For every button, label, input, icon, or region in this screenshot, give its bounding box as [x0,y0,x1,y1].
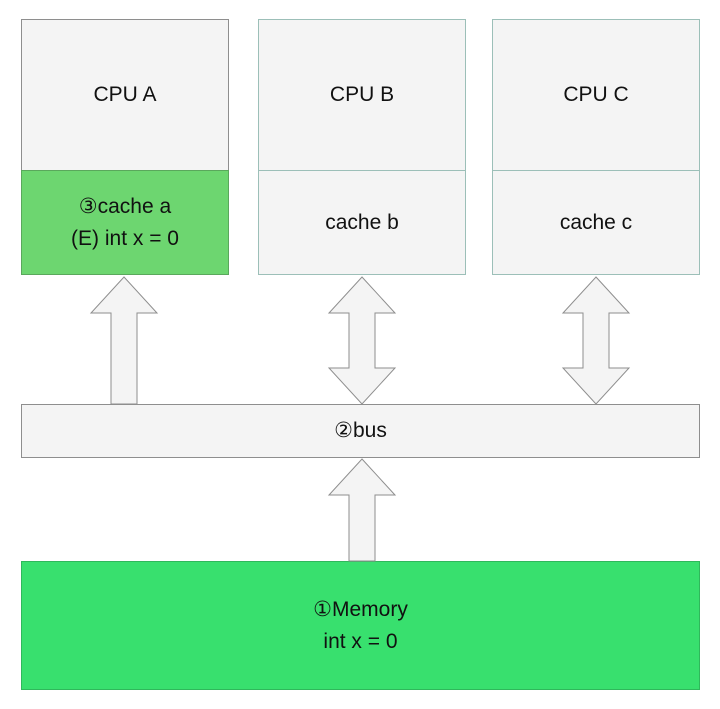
cpu-c-box: CPU C [492,19,700,171]
cpu-a-box: CPU A [21,19,229,171]
cache-c-box: cache c [492,170,700,275]
cache-a-box: ③cache a (E) int x = 0 [21,170,229,275]
arrow-double-cache-c [561,276,631,405]
cpu-b-label: CPU B [329,83,395,106]
memory-label: ①Memory [313,597,408,621]
cache-a-label: ③cache a [78,194,172,218]
cache-b-label: cache b [325,210,399,234]
cache-b-box: cache b [258,170,466,275]
arrow-double-cache-b [327,276,397,405]
cache-a-state: (E) int x = 0 [71,226,179,250]
arrow-up-cache-a [89,276,159,405]
bus-box: ②bus [21,404,700,458]
cpu-a-label: CPU A [93,83,157,106]
cpu-c-label: CPU C [563,83,629,106]
memory-value: int x = 0 [323,629,398,653]
bus-label: ②bus [334,419,387,442]
arrow-up-memory-bus [327,458,397,562]
cache-c-label: cache c [559,210,633,234]
